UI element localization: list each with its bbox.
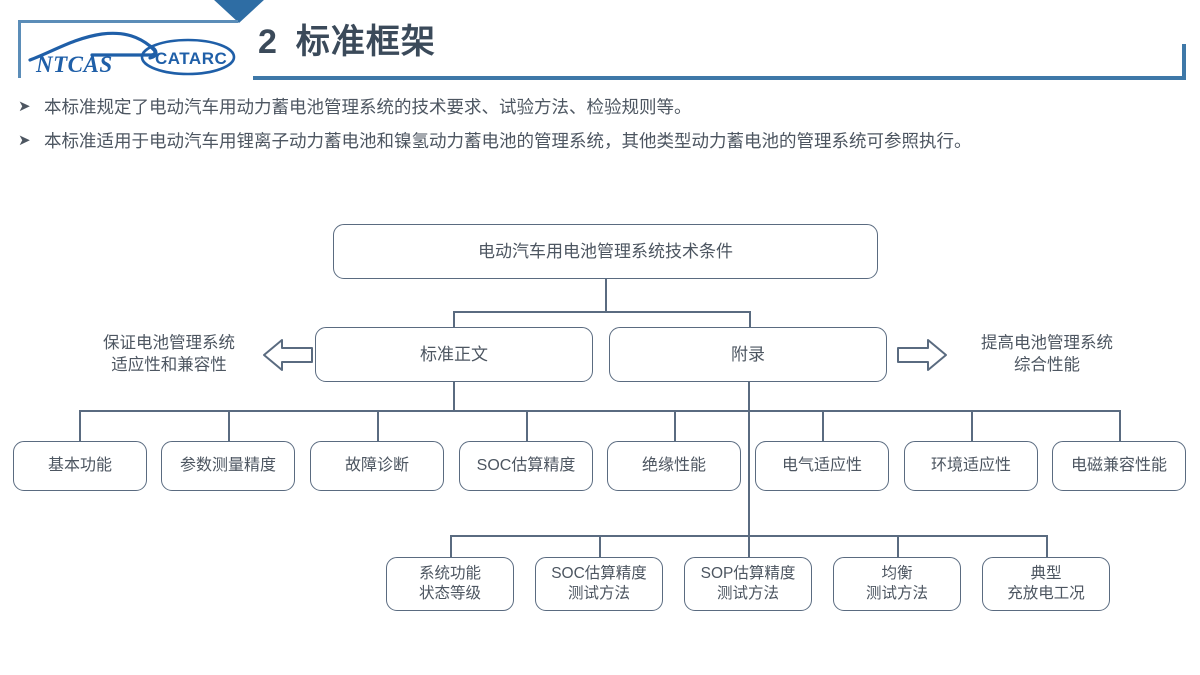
title-underline-vertical bbox=[1182, 44, 1186, 80]
node-line1: 典型 bbox=[1030, 565, 1062, 583]
connector-level4-stem-4 bbox=[897, 535, 899, 558]
connector-level4-stem-5 bbox=[1046, 535, 1048, 558]
connector-level3-stem-5 bbox=[674, 410, 676, 441]
diagram-node-root[interactable]: 电动汽车用电池管理系统技术条件 bbox=[333, 224, 878, 279]
diagram-node-balancing-test-method[interactable]: 均衡 测试方法 bbox=[833, 557, 961, 611]
diagram-node-parameter-accuracy[interactable]: 参数测量精度 bbox=[161, 441, 295, 491]
connector-level3-stem-1 bbox=[79, 410, 81, 441]
connector-root-down bbox=[605, 279, 607, 312]
connector-level3-stem-6 bbox=[822, 410, 824, 441]
arrow-right-icon bbox=[896, 337, 948, 378]
node-line1: SOP估算精度 bbox=[700, 565, 796, 583]
node-line2: 测试方法 bbox=[865, 585, 928, 602]
connector-level3-bar bbox=[79, 410, 1120, 412]
connector-level3-stem-8 bbox=[1119, 410, 1121, 441]
connector-level3-stem-3 bbox=[377, 410, 379, 441]
diagram-node-standard-body[interactable]: 标准正文 bbox=[315, 327, 593, 382]
bullet-text: 本标准规定了电动汽车用动力蓄电池管理系统的技术要求、试验方法、检验规则等。 bbox=[44, 97, 692, 117]
bullet-list: ➤ 本标准规定了电动汽车用动力蓄电池管理系统的技术要求、试验方法、检验规则等。 … bbox=[18, 92, 1186, 160]
node-line2: 测试方法 bbox=[716, 585, 779, 602]
diagram-node-typical-charge-discharge[interactable]: 典型 充放电工况 bbox=[982, 557, 1110, 611]
connector-level2-bar bbox=[453, 311, 751, 313]
page-title: 2 标准框架 bbox=[258, 14, 436, 63]
side-label-right-line2: 综合性能 bbox=[1014, 356, 1080, 375]
svg-text:CATARC: CATARC bbox=[155, 49, 227, 68]
connector-level2-left bbox=[453, 311, 455, 328]
side-label-right-line1: 提高电池管理系统 bbox=[981, 334, 1113, 352]
side-label-right: 提高电池管理系统 综合性能 bbox=[952, 332, 1142, 377]
diagram-node-sop-test-method[interactable]: SOP估算精度 测试方法 bbox=[684, 557, 812, 611]
diagram-node-system-function-status[interactable]: 系统功能 状态等级 bbox=[386, 557, 514, 611]
connector-level3-stem-7 bbox=[971, 410, 973, 441]
section-title-text: 标准框架 bbox=[295, 23, 436, 61]
diagram-node-soc-test-method[interactable]: SOC估算精度 测试方法 bbox=[535, 557, 663, 611]
diagram-node-soc-accuracy[interactable]: SOC估算精度 bbox=[459, 441, 593, 491]
section-number: 2 bbox=[258, 23, 278, 61]
side-label-left-line1: 保证电池管理系统 bbox=[103, 334, 235, 352]
catarc-logo-icon: CATARC bbox=[140, 38, 236, 76]
diagram-node-insulation[interactable]: 绝缘性能 bbox=[607, 441, 741, 491]
logo-bracket-decoration bbox=[18, 20, 238, 78]
list-item: ➤ 本标准适用于电动汽车用锂离子动力蓄电池和镍氢动力蓄电池的管理系统，其他类型动… bbox=[18, 126, 1186, 156]
diagram-node-environment-adaptability[interactable]: 环境适应性 bbox=[904, 441, 1038, 491]
connector-level3-stem-4 bbox=[526, 410, 528, 441]
list-item: ➤ 本标准规定了电动汽车用动力蓄电池管理系统的技术要求、试验方法、检验规则等。 bbox=[18, 92, 1186, 122]
connector-level4-stem-3 bbox=[748, 535, 750, 558]
node-line2: 充放电工况 bbox=[1007, 585, 1085, 602]
bullet-arrow-icon: ➤ bbox=[18, 132, 31, 149]
node-line2: 状态等级 bbox=[418, 585, 481, 602]
organization-logo: NTCAS CATARC bbox=[22, 22, 237, 78]
connector-level3-stem-2 bbox=[228, 410, 230, 441]
node-line1: 均衡 bbox=[881, 565, 913, 583]
connector-level2-right bbox=[749, 311, 751, 328]
node-line1: SOC估算精度 bbox=[551, 565, 647, 583]
arrow-left-icon bbox=[262, 337, 314, 378]
connector-level4-stem-2 bbox=[599, 535, 601, 558]
header-triangle-icon bbox=[213, 0, 265, 23]
side-label-left-line2: 适应性和兼容性 bbox=[111, 356, 227, 375]
diagram-node-electrical-adaptability[interactable]: 电气适应性 bbox=[755, 441, 889, 491]
diagram-node-fault-diagnosis[interactable]: 故障诊断 bbox=[310, 441, 444, 491]
side-label-left: 保证电池管理系统 适应性和兼容性 bbox=[74, 332, 264, 377]
connector-level4-stem-1 bbox=[450, 535, 452, 558]
bullet-text: 本标准适用于电动汽车用锂离子动力蓄电池和镍氢动力蓄电池的管理系统，其他类型动力蓄… bbox=[44, 131, 972, 151]
node-line1: 系统功能 bbox=[418, 565, 481, 583]
bullet-arrow-icon: ➤ bbox=[18, 98, 31, 115]
diagram-node-appendix[interactable]: 附录 bbox=[609, 327, 887, 382]
connector-appendix-down bbox=[748, 382, 750, 537]
svg-text:NTCAS: NTCAS bbox=[35, 52, 113, 77]
node-line2: 测试方法 bbox=[567, 585, 630, 602]
diagram-node-basic-function[interactable]: 基本功能 bbox=[13, 441, 147, 491]
connector-body-down bbox=[453, 382, 455, 411]
title-underline-horizontal bbox=[253, 76, 1186, 80]
diagram-node-emc[interactable]: 电磁兼容性能 bbox=[1052, 441, 1186, 491]
ntcas-car-logo-icon: NTCAS bbox=[28, 31, 158, 77]
